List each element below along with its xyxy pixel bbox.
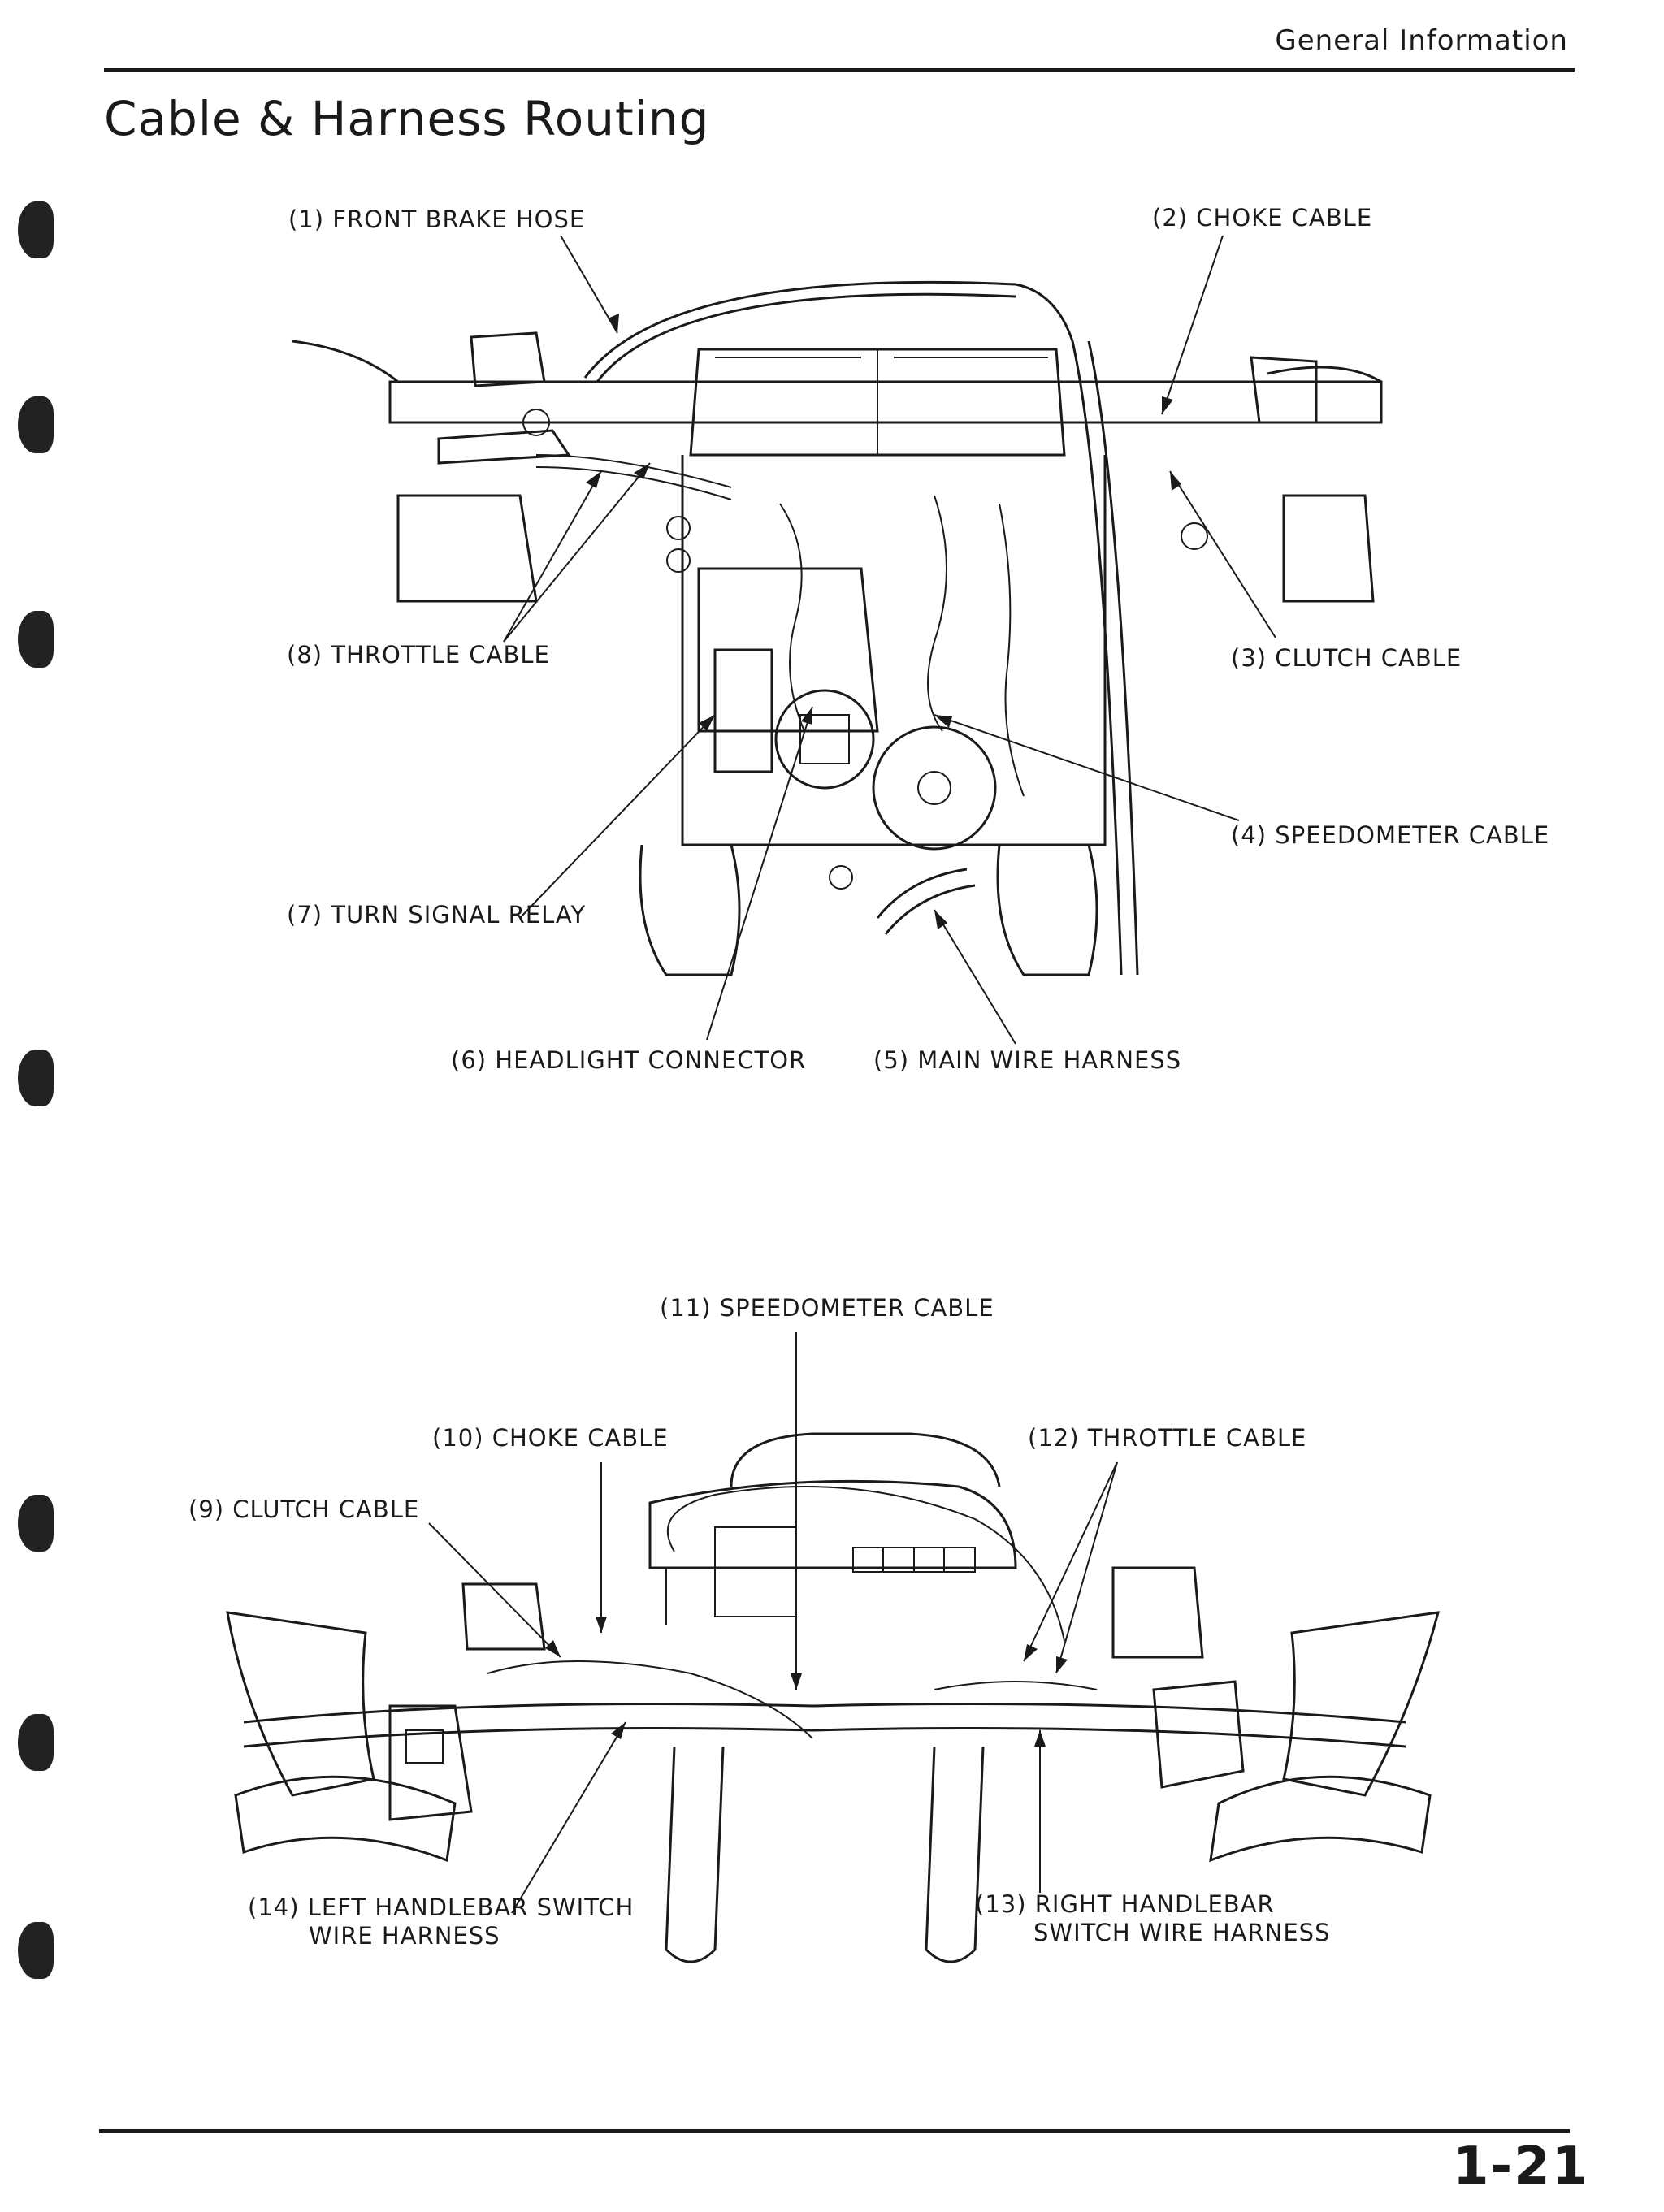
binder-hole [18, 1050, 54, 1106]
callout-left-handlebar-switch-wire-harness: (14) LEFT HANDLEBAR SWITCH [248, 1894, 635, 1921]
callout-choke-cable: (2) CHOKE CABLE [1152, 204, 1373, 232]
callout-speedometer-cable: (4) SPEEDOMETER CABLE [1231, 821, 1550, 849]
header-rule [104, 68, 1575, 72]
footer-rule [99, 2129, 1570, 2133]
callout-throttle-cable: (12) THROTTLE CABLE [1028, 1424, 1307, 1452]
binder-hole [18, 1714, 54, 1771]
callout-main-wire-harness: (5) MAIN WIRE HARNESS [873, 1046, 1182, 1074]
page-number: 1-21 [1453, 2136, 1590, 2197]
bottom-figure-drawing [226, 1332, 1441, 1963]
callout-front-brake-hose: (1) FRONT BRAKE HOSE [288, 206, 586, 233]
binder-hole [18, 611, 54, 668]
binder-hole [18, 1495, 54, 1552]
section-header: General Information [1275, 24, 1568, 57]
binder-hole [18, 1922, 54, 1979]
callout-clutch-cable: (9) CLUTCH CABLE [188, 1496, 420, 1523]
page-title: Cable & Harness Routing [104, 91, 710, 146]
callout-turn-signal-relay: (7) TURN SIGNAL RELAY [287, 901, 587, 929]
binder-hole [18, 396, 54, 453]
callout-clutch-cable: (3) CLUTCH CABLE [1231, 644, 1462, 672]
callout-choke-cable: (10) CHOKE CABLE [432, 1424, 669, 1452]
callout-left-handlebar-switch-wire-harness-line2: WIRE HARNESS [309, 1922, 500, 1950]
callout-throttle-cable: (8) THROTTLE CABLE [287, 641, 550, 669]
callout-right-handlebar-switch-wire-harness-line2: SWITCH WIRE HARNESS [1034, 1919, 1331, 1946]
callout-right-handlebar-switch-wire-harness: (13) RIGHT HANDLEBAR [975, 1890, 1275, 1918]
top-figure-drawing [292, 235, 1383, 1045]
callout-headlight-connector: (6) HEADLIGHT CONNECTOR [451, 1046, 807, 1074]
callout-speedometer-cable: (11) SPEEDOMETER CABLE [660, 1294, 994, 1322]
binder-hole [18, 201, 54, 258]
